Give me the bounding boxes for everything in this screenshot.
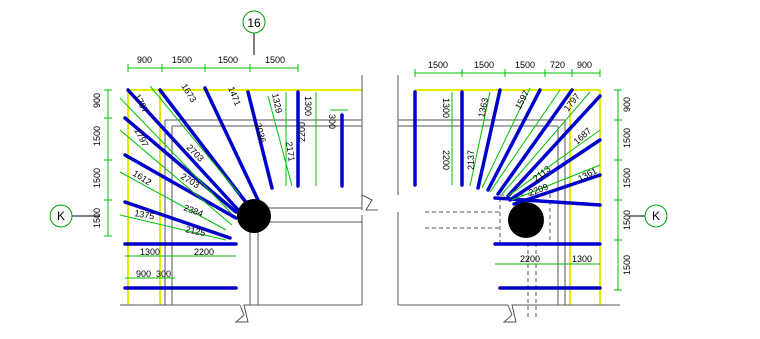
dim-label: 1500 [265, 55, 285, 65]
dim-label: 1500 [474, 60, 494, 70]
left-rebar-set [123, 86, 344, 290]
dim-label: 1500 [172, 55, 192, 65]
bar-length-label: 1363 [476, 97, 490, 119]
bar-length-label: 2125 [185, 224, 207, 238]
dim-label: 1500 [218, 55, 238, 65]
dim-label: 1500 [92, 126, 102, 146]
dim-label: 900 [622, 97, 632, 112]
rebar [203, 86, 260, 202]
dim-label: 900 [577, 60, 592, 70]
rebar [476, 88, 502, 190]
bar-length-label: 2137 [466, 150, 476, 170]
bar-length-label: 300 [327, 114, 337, 129]
bar-length-label: 1471 [226, 85, 243, 107]
rebar [123, 200, 232, 240]
bar-length-label: 1673 [179, 82, 198, 104]
axis-label: 16 [247, 16, 261, 30]
dim-label: 1500 [622, 210, 632, 230]
dim-label: 1500 [92, 168, 102, 188]
left-dimension-lines [104, 64, 348, 279]
bar-length-label: 1687 [572, 126, 594, 147]
dim-label: 1500 [622, 128, 632, 148]
rebar [493, 196, 602, 207]
dim-label: 900 [137, 55, 152, 65]
axis-label: K [652, 209, 660, 223]
bar-length-label: 1300 [303, 96, 313, 116]
bar-length-label: 1375 [134, 208, 155, 221]
bar-length-label: 1597 [513, 89, 531, 111]
bar-length-label: 2200 [441, 150, 451, 170]
dim-label: 300 [156, 269, 171, 279]
bar-length-label: 2384 [182, 202, 204, 218]
dim-label: 900 [136, 269, 151, 279]
dim-label: 1300 [572, 254, 592, 264]
rebar [486, 88, 542, 192]
bar-length-label: 2200 [297, 122, 307, 142]
bar-length-label: 2171 [284, 141, 297, 162]
bar-length-label: 2036 [253, 122, 268, 144]
column-circle [237, 199, 271, 233]
dim-label: 1500 [92, 208, 102, 228]
axis-k-marker-left: K [49, 204, 100, 228]
rebar [246, 90, 274, 190]
left-structure-outline [120, 75, 378, 323]
dim-label: 720 [550, 60, 565, 70]
rebar [123, 153, 238, 220]
axis-16-marker: 16 [242, 10, 266, 55]
bar-length-label: 1329 [270, 92, 284, 114]
bar-length-label: 1797 [132, 92, 150, 114]
dim-label: 1500 [428, 60, 448, 70]
right-structure-outline [397, 75, 620, 323]
axis-label: K [57, 209, 65, 223]
dim-label: 1300 [140, 247, 160, 257]
right-dimension-lines [414, 69, 622, 291]
dim-label: 1500 [515, 60, 535, 70]
rebar [123, 116, 238, 214]
dim-label: 2200 [194, 247, 214, 257]
rebar [158, 88, 250, 207]
dim-label: 1500 [622, 255, 632, 275]
axis-k-marker-right: K [628, 204, 668, 228]
rebar [496, 88, 574, 196]
bar-length-label: 1797 [562, 91, 582, 113]
right-rebar-set [413, 88, 602, 290]
bar-length-label: 1300 [441, 98, 451, 118]
bar-length-label: 1797 [132, 126, 150, 148]
dim-label: 2200 [520, 254, 540, 264]
rebar [508, 138, 602, 202]
column-circle [508, 202, 544, 238]
left-plan: 900 1500 1500 1500 900 1500 1500 1500 13… [92, 55, 378, 323]
rebar [506, 94, 602, 198]
rebar [126, 88, 242, 214]
dim-label: 1500 [622, 168, 632, 188]
right-plan: 1500 1500 1500 720 900 900 1500 1500 150… [397, 60, 632, 323]
dim-label: 900 [92, 93, 102, 108]
